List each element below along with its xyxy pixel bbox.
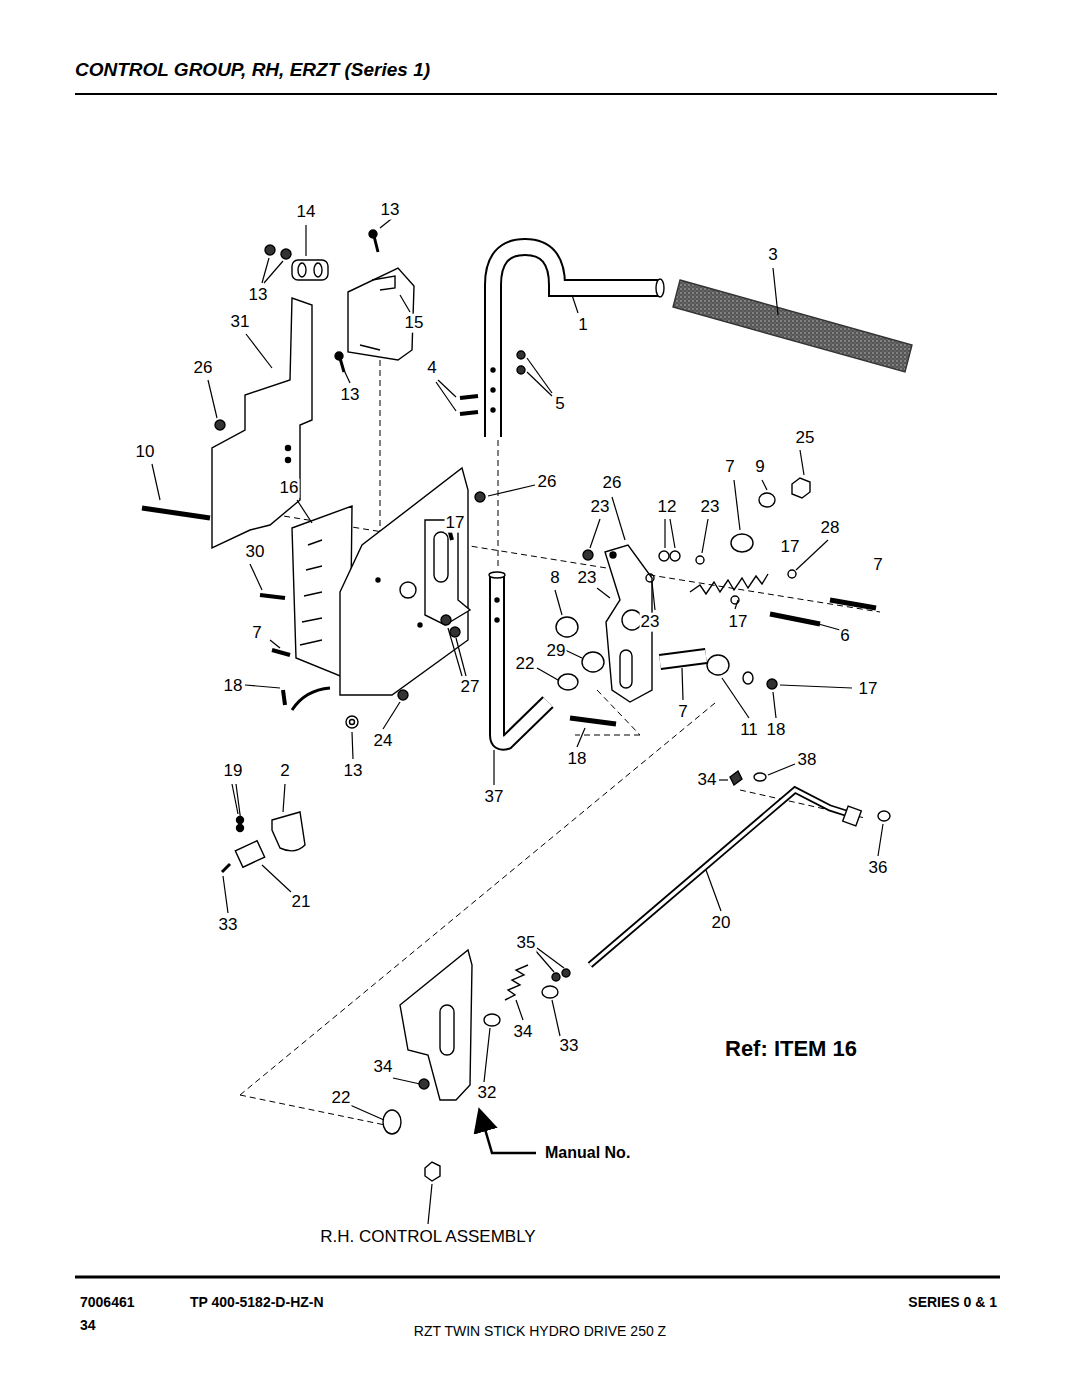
page-title: CONTROL GROUP, RH, ERZT (Series 1) xyxy=(75,60,430,81)
footer-text: 7006461 xyxy=(80,1295,135,1310)
callout-number: 17 xyxy=(445,514,466,533)
callout-number: 35 xyxy=(516,934,537,953)
callout-number: 7 xyxy=(251,624,262,643)
callout-number: 26 xyxy=(602,474,623,493)
callout-number: R.H. CONTROL ASSEMBLY xyxy=(319,1228,536,1247)
callout-number: 6 xyxy=(839,627,850,646)
callout-number: 7 xyxy=(872,556,883,575)
callout-number: 19 xyxy=(223,762,244,781)
callout-number: 33 xyxy=(559,1037,580,1056)
callout-number: 14 xyxy=(296,203,317,222)
callout-number: 10 xyxy=(135,443,156,462)
callout-number: 13 xyxy=(248,286,269,305)
callout-number: 13 xyxy=(340,386,361,405)
callout-number: 18 xyxy=(223,677,244,696)
callout-number: 18 xyxy=(766,721,787,740)
callout-number: 22 xyxy=(331,1089,352,1108)
callout-number: 17 xyxy=(780,538,801,557)
callout-number: 27 xyxy=(460,678,481,697)
footer-text: 34 xyxy=(80,1318,96,1333)
callout-number: 23 xyxy=(590,498,611,517)
footer-text: TP 400-5182-D-HZ-N xyxy=(190,1295,324,1310)
callout-number: 23 xyxy=(640,613,661,632)
callout-number: 1 xyxy=(577,316,588,335)
callout-number: 20 xyxy=(711,914,732,933)
callout-number: 21 xyxy=(291,893,312,912)
callout-number: 22 xyxy=(515,655,536,674)
reference-note: Manual No. xyxy=(545,1144,630,1162)
callout-number: 8 xyxy=(549,569,560,588)
callout-number: 17 xyxy=(858,680,879,699)
callout-number: 26 xyxy=(193,359,214,378)
callout-number: 30 xyxy=(245,543,266,562)
footer-text: SERIES 0 & 1 xyxy=(908,1295,997,1310)
callout-number: 23 xyxy=(700,498,721,517)
callout-number: 13 xyxy=(343,762,364,781)
callout-number: 38 xyxy=(797,751,818,770)
callout-number: 33 xyxy=(218,916,239,935)
callout-number: 12 xyxy=(657,498,678,517)
callout-number: 28 xyxy=(820,519,841,538)
callout-number: 7 xyxy=(724,458,735,477)
callout-number: 34 xyxy=(373,1058,394,1077)
callout-number: 18 xyxy=(567,750,588,769)
callout-number: 26 xyxy=(537,473,558,492)
callout-number: 16 xyxy=(279,479,300,498)
callout-number: 15 xyxy=(404,314,425,333)
assembly-caption: Ref: ITEM 16 xyxy=(725,1036,900,1061)
callout-number: 31 xyxy=(230,313,251,332)
page-number: RZT TWIN STICK HYDRO DRIVE 250 Z xyxy=(414,1324,666,1339)
callout-number: 9 xyxy=(754,458,765,477)
callout-number: 5 xyxy=(554,395,565,414)
callout-number: 24 xyxy=(373,732,394,751)
callout-number: 4 xyxy=(426,359,437,378)
callout-number: 3 xyxy=(767,246,778,265)
callout-number: 34 xyxy=(513,1023,534,1042)
callout-number: 36 xyxy=(868,859,889,878)
callout-number: 34 xyxy=(697,771,718,790)
callout-number: 23 xyxy=(577,569,598,588)
callout-number: 37 xyxy=(484,788,505,807)
callout-number: 29 xyxy=(546,642,567,661)
callout-number: 11 xyxy=(739,721,759,740)
callout-number: 17 xyxy=(728,613,749,632)
callout-number: 7 xyxy=(677,703,688,722)
callout-number: 2 xyxy=(279,762,290,781)
callout-number: 32 xyxy=(477,1084,498,1103)
callout-number: 13 xyxy=(380,201,401,220)
callout-number: 25 xyxy=(795,429,816,448)
